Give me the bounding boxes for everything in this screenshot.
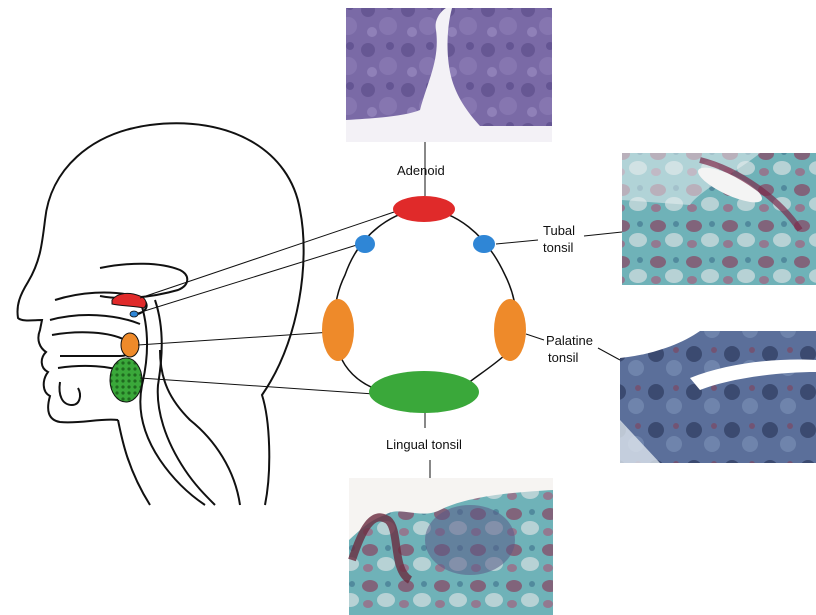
tubal-left-shape: [355, 235, 375, 253]
head-tubal-marker: [130, 311, 138, 317]
palatine-right-shape: [494, 299, 526, 361]
tubal-micrograph: [622, 153, 816, 285]
waldeyer-ring: [322, 196, 526, 413]
palatine-micrograph: [620, 331, 816, 463]
adenoid-label: Adenoid: [397, 163, 445, 179]
palatine-tonsil-label-line2: tonsil: [548, 350, 578, 366]
lingual-tonsil-label: Lingual tonsil: [386, 437, 462, 453]
connector-lines: [138, 142, 622, 478]
palatine-tonsil-label-line1: Palatine: [546, 333, 593, 349]
adenoid-micrograph: [346, 8, 552, 142]
lingual-shape: [369, 371, 479, 413]
tubal-right-shape: [473, 235, 495, 253]
head-palatine-marker: [121, 333, 139, 357]
tubal-tonsil-label-line2: tonsil: [543, 240, 573, 256]
head-adenoid-marker: [112, 293, 146, 308]
head-lingual-marker: [110, 358, 142, 402]
head-sagittal-drawing: [17, 123, 303, 505]
tubal-tonsil-label-line1: Tubal: [543, 223, 575, 239]
head-tonsil-markers: [110, 293, 146, 402]
adenoid-shape: [393, 196, 455, 222]
lingual-micrograph: [349, 478, 553, 615]
palatine-left-shape: [322, 299, 354, 361]
